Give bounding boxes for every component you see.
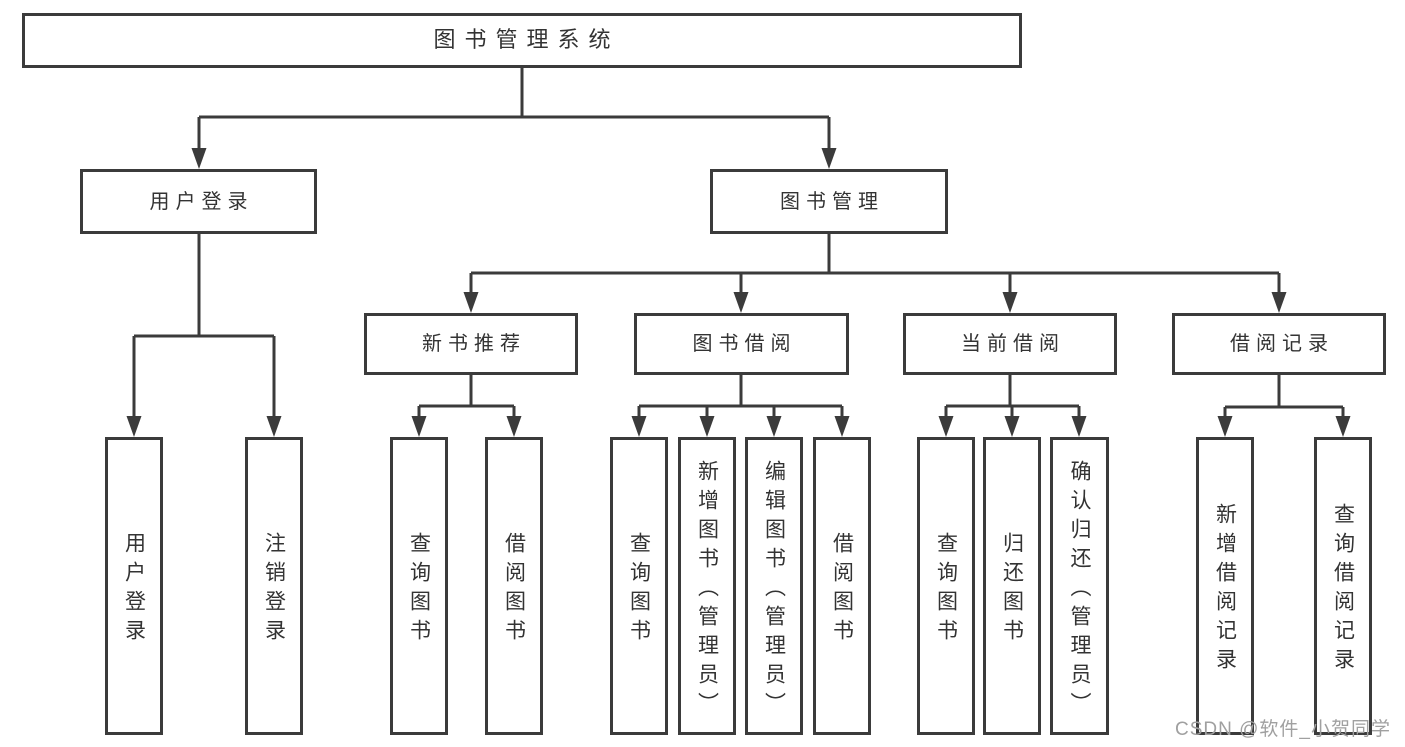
leaf-edit-books-admin: 编辑图书（管理员）: [745, 437, 803, 735]
leaf-add-borrow-record: 新增借阅记录: [1196, 437, 1254, 735]
node-label: 借阅图书: [830, 532, 854, 648]
leaf-logout: 注销登录: [245, 437, 303, 735]
node-user-login: 用户登录: [80, 169, 317, 234]
node-label: 查询借阅记录: [1331, 503, 1355, 677]
node-current-borrowing: 当前借阅: [903, 313, 1117, 375]
leaf-user-login: 用户登录: [105, 437, 163, 735]
node-label: 注销登录: [262, 532, 286, 648]
csdn-watermark: CSDN @软件_小贺同学: [1175, 719, 1391, 740]
node-label: 借阅图书: [502, 532, 526, 648]
node-label: 用户登录: [122, 532, 146, 648]
node-label: 确认归还（管理员）: [1068, 459, 1091, 721]
node-label: 查询图书: [934, 532, 958, 648]
node-label: 图书管理系统: [433, 27, 620, 53]
leaf-query-borrow-record: 查询借阅记录: [1314, 437, 1372, 735]
node-label: 用户登录: [149, 190, 254, 213]
node-label: 查询图书: [407, 532, 431, 648]
node-label: 借阅记录: [1230, 333, 1334, 355]
leaf-borrow-books-recommend: 借阅图书: [485, 437, 543, 735]
node-label: 图书借阅: [692, 333, 797, 355]
leaf-add-books-admin: 新增图书（管理员）: [678, 437, 736, 735]
node-label: 图书管理: [780, 190, 884, 213]
node-label: 查询图书: [627, 532, 651, 648]
node-new-book-recommend: 新书推荐: [364, 313, 578, 375]
leaf-borrow-books: 借阅图书: [813, 437, 871, 735]
node-label: 新增借阅记录: [1213, 503, 1237, 677]
node-label: 归还图书: [1000, 532, 1024, 648]
leaf-query-books-current: 查询图书: [917, 437, 975, 735]
node-library-system: 图书管理系统: [22, 13, 1022, 68]
leaf-return-books: 归还图书: [983, 437, 1041, 735]
leaf-query-books-recommend: 查询图书: [390, 437, 448, 735]
leaf-confirm-return-admin: 确认归还（管理员）: [1050, 437, 1109, 735]
node-book-management: 图书管理: [710, 169, 948, 234]
node-label: 新书推荐: [422, 333, 526, 355]
node-borrowing-records: 借阅记录: [1172, 313, 1386, 375]
node-label: 新增图书（管理员）: [695, 459, 719, 721]
node-label: 当前借阅: [961, 333, 1065, 355]
node-label: 编辑图书（管理员）: [762, 459, 786, 721]
node-book-borrowing: 图书借阅: [634, 313, 849, 375]
leaf-query-books-borrow: 查询图书: [610, 437, 668, 735]
